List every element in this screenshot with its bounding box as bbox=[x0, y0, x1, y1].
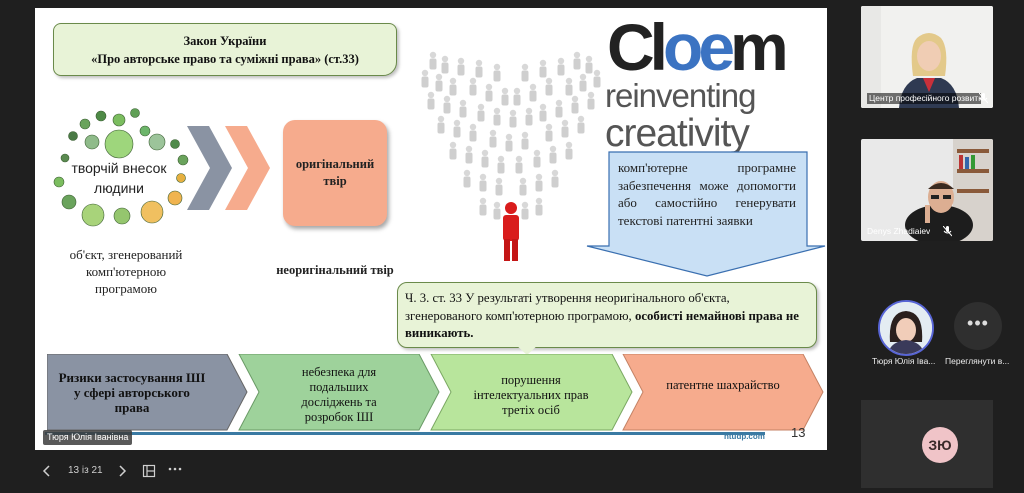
self-avatar: ЗЮ bbox=[922, 427, 958, 463]
blue-callout-shape bbox=[586, 151, 826, 277]
blue-callout-text: комп'ютерне програмне забезпечення може … bbox=[618, 160, 796, 228]
law-title-line2: «Про авторське право та суміжні права» (… bbox=[91, 51, 359, 66]
mic-muted-icon bbox=[979, 93, 988, 104]
more-dots-icon bbox=[168, 467, 182, 471]
footer-url[interactable]: ntudp.com bbox=[724, 432, 765, 441]
participant-avatar-name: Тюря Юлія Іва... bbox=[872, 356, 936, 366]
risk-title: Ризики застосування ШІ у сфері авторсько… bbox=[58, 370, 206, 415]
risk-patent-fraud: патентне шахрайство bbox=[666, 378, 780, 392]
mic-muted-icon bbox=[943, 226, 952, 237]
green-callout-text: Ч. 3. ст. 33 У результаті утворення неор… bbox=[405, 290, 810, 343]
participant-tile-1[interactable]: Центр професійного розвитку ... bbox=[861, 6, 993, 108]
cloem-logo: Cloem bbox=[607, 10, 789, 84]
footer-line bbox=[45, 432, 765, 435]
participant-video-1 bbox=[861, 6, 993, 108]
presentation-slide: Закон України «Про авторське право та су… bbox=[35, 8, 827, 450]
logo-part1: Cl bbox=[607, 10, 668, 84]
green-callout-pointer bbox=[515, 344, 539, 355]
chevron-arrows-graphic bbox=[187, 126, 270, 210]
speaker-name-tag: Тюря Юлія Іванівна bbox=[43, 430, 133, 445]
participant-name-2: Denys Zhadiaiev bbox=[867, 226, 931, 236]
risk-chevrons-graphic bbox=[47, 354, 824, 431]
original-work-box: оригінальний твір bbox=[283, 120, 387, 226]
law-title-box: Закон України «Про авторське право та су… bbox=[53, 23, 397, 76]
green-callout-box bbox=[397, 282, 817, 348]
dots-circle-graphic bbox=[53, 108, 189, 227]
logo-tagline-1: reinventing bbox=[605, 77, 756, 114]
slides-view-icon bbox=[142, 464, 156, 478]
crowd-people-image bbox=[421, 51, 601, 261]
logo-part3: m bbox=[730, 10, 789, 84]
participant-avatar-photo bbox=[880, 302, 932, 354]
green-callout-bold: особисті немайнові права не виникають. bbox=[405, 308, 799, 341]
logo-tagline-2: creativity bbox=[605, 112, 750, 155]
presentation-more-button[interactable] bbox=[168, 462, 182, 479]
logo-part2: oe bbox=[663, 10, 735, 84]
participant-name-1: Центр професійного розвитку ... bbox=[867, 93, 981, 104]
law-title-line1: Закон України bbox=[183, 33, 267, 48]
participant-tile-2[interactable]: Denys Zhadiaiev bbox=[861, 139, 993, 241]
prev-slide-button[interactable] bbox=[42, 464, 52, 481]
green-callout-plain: Ч. 3. ст. 33 У результаті утворення неор… bbox=[405, 291, 730, 323]
next-slide-button[interactable] bbox=[117, 464, 127, 481]
slides-view-button[interactable] bbox=[142, 464, 156, 481]
risk-third-party: порушення інтелектуальних прав третіх ос… bbox=[473, 373, 589, 417]
participant-avatar[interactable] bbox=[878, 300, 934, 356]
more-dots-icon: ••• bbox=[967, 313, 989, 333]
non-original-work-text: неоригінальний твір bbox=[276, 263, 394, 277]
more-options-button[interactable]: ••• bbox=[954, 302, 1002, 350]
chevron-left-icon bbox=[42, 465, 50, 477]
slide-page-number: 13 bbox=[791, 425, 806, 440]
risk-research: небезпека для подальших досліджень та ро… bbox=[301, 365, 377, 424]
chevron-right-icon bbox=[119, 465, 127, 477]
slide-page-indicator: 13 із 21 bbox=[68, 465, 103, 476]
presentation-controls-bar bbox=[0, 456, 850, 493]
view-all-label[interactable]: Переглянути в... bbox=[945, 356, 1010, 366]
human-contribution-text: творчій внесок людини bbox=[71, 160, 167, 196]
generated-object-text: об'єкт, згенерований комп'ютерною програ… bbox=[69, 247, 183, 296]
participant-video-2 bbox=[861, 139, 993, 241]
